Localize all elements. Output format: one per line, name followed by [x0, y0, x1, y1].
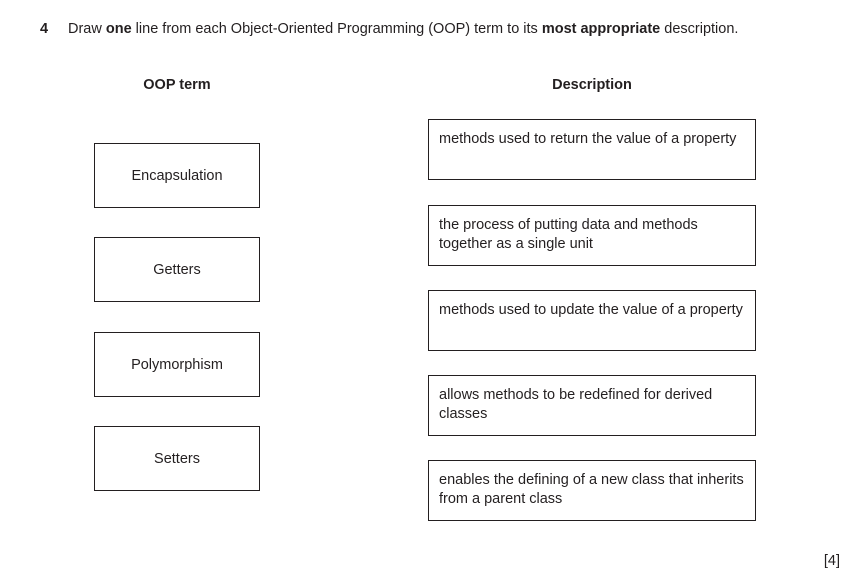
description-box-3[interactable]: methods used to update the value of a pr…: [428, 290, 756, 351]
description-text: enables the defining of a new class that…: [439, 472, 744, 507]
description-box-2[interactable]: the process of putting data and methods …: [428, 205, 756, 266]
description-box-5[interactable]: enables the defining of a new class that…: [428, 460, 756, 521]
term-box-setters[interactable]: Setters: [94, 426, 260, 491]
terms-column-header: OOP term: [143, 77, 211, 93]
stem-emphasis-one: one: [105, 21, 132, 37]
stem-part: description.: [660, 21, 739, 37]
descriptions-column-header: Description: [552, 77, 632, 93]
description-box-1[interactable]: methods used to return the value of a pr…: [428, 119, 756, 180]
term-label: Polymorphism: [131, 356, 223, 373]
description-box-4[interactable]: allows methods to be redefined for deriv…: [428, 375, 756, 436]
description-text: the process of putting data and methods …: [439, 217, 698, 252]
description-text: methods used to update the value of a pr…: [439, 302, 743, 318]
term-label: Getters: [153, 261, 201, 278]
term-label: Setters: [154, 450, 200, 467]
question-number: 4: [40, 21, 49, 37]
question-stem: Draw one line from each Object-Oriented …: [68, 20, 840, 39]
stem-part: line from each Object-Oriented Programmi…: [131, 21, 542, 37]
marks-allocation: [4]: [823, 553, 840, 569]
description-text: allows methods to be redefined for deriv…: [439, 387, 713, 422]
description-text: methods used to return the value of a pr…: [439, 131, 737, 147]
term-box-polymorphism[interactable]: Polymorphism: [94, 332, 260, 397]
term-box-encapsulation[interactable]: Encapsulation: [94, 143, 260, 208]
term-label: Encapsulation: [131, 167, 223, 184]
stem-part: Draw: [68, 21, 106, 37]
stem-emphasis-most-appropriate: most appropriate: [541, 21, 661, 37]
term-box-getters[interactable]: Getters: [94, 237, 260, 302]
